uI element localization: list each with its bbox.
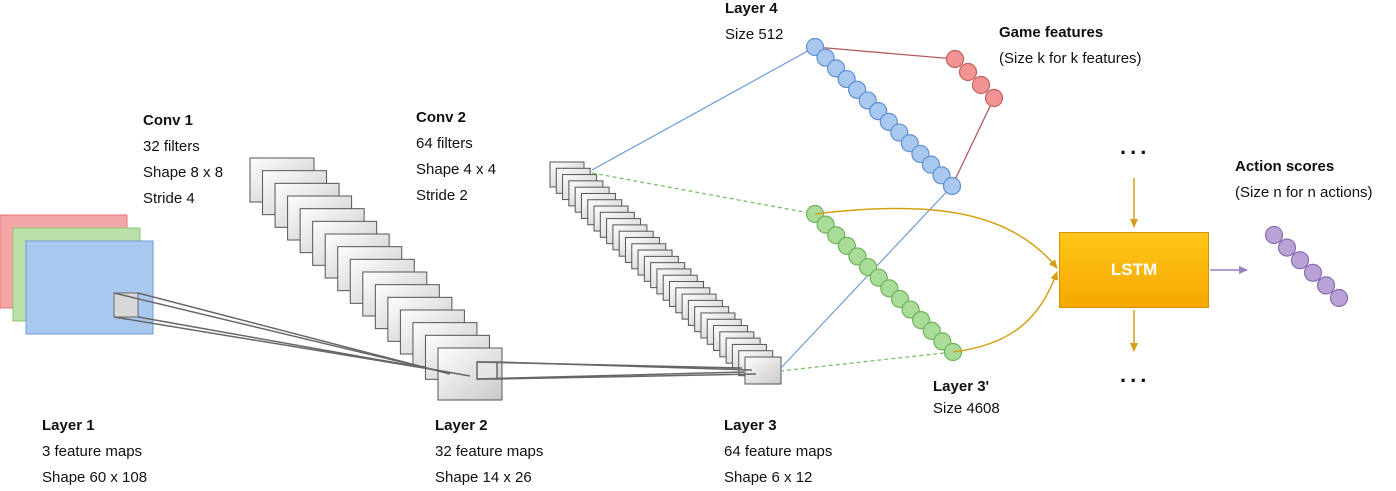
conv1-line-1: 32 filters <box>143 138 200 155</box>
conv2-line-1: 64 filters <box>416 135 473 152</box>
layer3-label: Layer 3 64 feature maps Shape 6 x 12 <box>724 413 832 491</box>
game-features-label: Game features (Size k for k features) <box>999 20 1142 72</box>
layer3-line-1: 64 feature maps <box>724 443 833 460</box>
conv1-label: Conv 1 32 filters Shape 8 x 8 Stride 4 <box>143 108 223 212</box>
conv2-label: Conv 2 64 filters Shape 4 x 4 Stride 2 <box>416 105 496 209</box>
layer3-maps <box>549 161 782 385</box>
game-feature-node <box>958 62 978 82</box>
conv2-title: Conv 2 <box>416 109 467 126</box>
conv2-line-3: Stride 2 <box>416 187 468 204</box>
conv2-line-2: Shape 4 x 4 <box>416 161 497 178</box>
layer4-label: Layer 4 Size 512 <box>725 0 783 48</box>
layer3-line-2: Shape 6 x 12 <box>724 469 813 486</box>
layer4-node <box>942 176 962 196</box>
layer4-size: Size 512 <box>725 26 784 43</box>
layer2-line-1: 32 feature maps <box>435 443 544 460</box>
ellipsis-bottom: ... <box>1120 362 1151 387</box>
action-score-node <box>1290 251 1310 270</box>
ellipsis-top: ... <box>1120 134 1151 159</box>
layer1-title: Layer 1 <box>42 417 95 434</box>
action-score-node <box>1316 276 1336 295</box>
action-score-nodes <box>1264 225 1349 308</box>
layer3p-title: Layer 3' <box>933 378 990 395</box>
layer3p-label: Layer 3' Size 4608 <box>933 376 1000 420</box>
layer2-line-2: Shape 14 x 26 <box>435 469 532 486</box>
game-feature-node <box>945 49 965 69</box>
action-scores-title: Action scores <box>1235 158 1335 175</box>
layer3-to-layer4-lines <box>591 46 953 370</box>
layer4-to-game-lines <box>814 46 995 187</box>
layer2-maps <box>249 157 503 401</box>
action-scores-label: Action scores (Size n for n actions) <box>1235 154 1373 206</box>
layer1-receptive-field <box>113 292 139 318</box>
conv1-connections <box>113 292 471 377</box>
action-score-node <box>1303 263 1323 282</box>
game-feature-node <box>984 88 1004 108</box>
action-scores-size: (Size n for n actions) <box>1235 184 1373 201</box>
action-score-node <box>1329 288 1349 308</box>
conv1-title: Conv 1 <box>143 112 194 129</box>
layer3-to-layer3p-lines <box>591 172 954 372</box>
layer1-line-2: Shape 60 x 108 <box>42 469 148 486</box>
layer1-map-blue <box>25 240 154 335</box>
game-feature-nodes <box>945 49 1004 108</box>
layer1-line-1: 3 feature maps <box>42 443 143 460</box>
layer3p-nodes <box>805 204 963 362</box>
action-score-node <box>1277 238 1297 257</box>
lstm-input-arrows <box>814 178 1138 353</box>
lstm-label: LSTM <box>1110 260 1158 279</box>
game-feature-node <box>971 75 991 95</box>
conv1-line-3: Stride 4 <box>143 190 195 207</box>
layer2-title: Layer 2 <box>435 417 488 434</box>
layer1-label: Layer 1 3 feature maps Shape 60 x 108 <box>42 413 147 491</box>
action-score-node <box>1264 225 1284 245</box>
game-features-size: (Size k for k features) <box>999 50 1142 67</box>
conv2-connections <box>476 361 757 380</box>
layer4-title: Layer 4 <box>725 0 778 17</box>
layer4-nodes <box>805 37 962 196</box>
layer2-label: Layer 2 32 feature maps Shape 14 x 26 <box>435 413 543 491</box>
game-features-title: Game features <box>999 24 1104 41</box>
lstm-block: LSTM <box>1059 232 1209 308</box>
layer1-maps <box>0 214 154 335</box>
layer3p-size: Size 4608 <box>933 400 1000 417</box>
layer3-title: Layer 3 <box>724 417 777 434</box>
conv1-line-2: Shape 8 x 8 <box>143 164 224 181</box>
